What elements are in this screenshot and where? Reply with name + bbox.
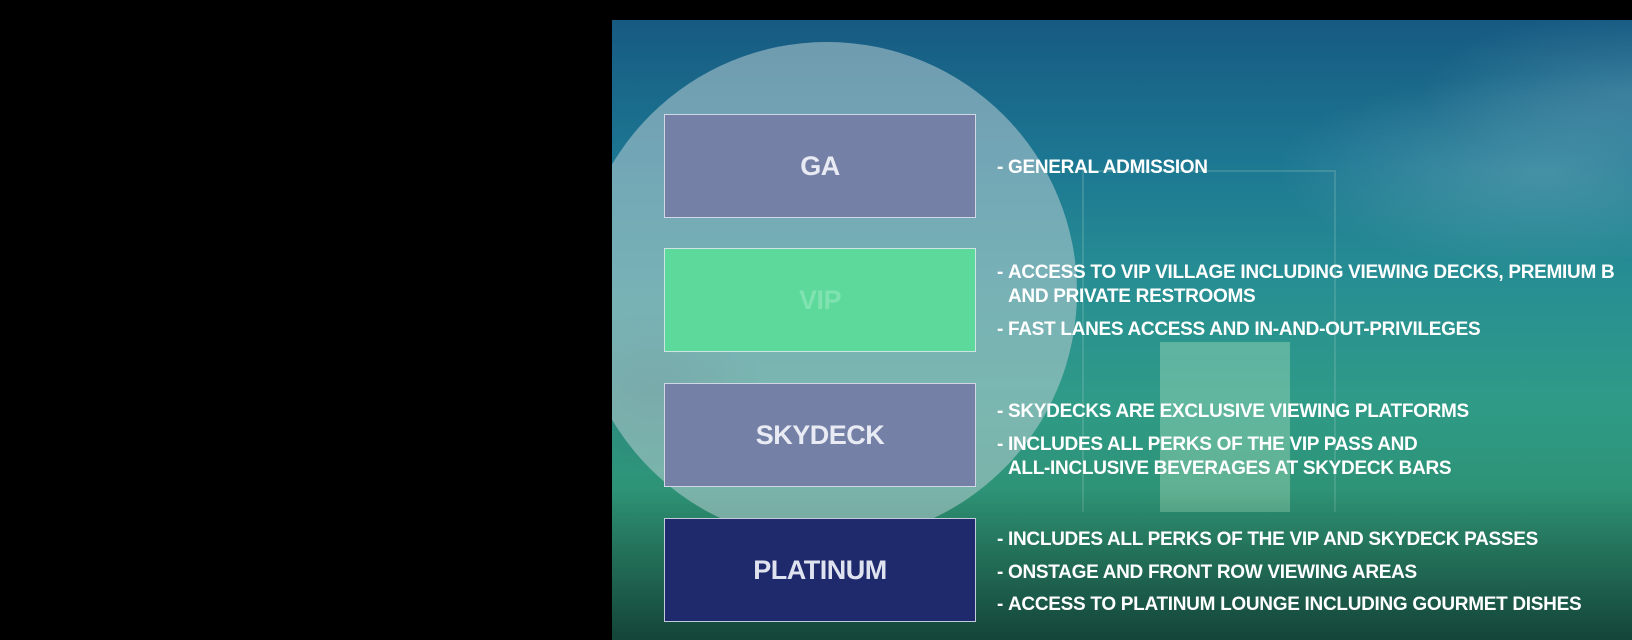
tier-box-ga[interactable]: GA [664,114,976,218]
perk-vip-2: -FAST LANES ACCESS AND IN-AND-OUT-PRIVIL… [997,318,1481,342]
slide-canvas: GA VIP SKYDECK PLATINUM -GENERAL ADMISSI… [612,20,1632,640]
perk-text: SKYDECKS ARE EXCLUSIVE VIEWING PLATFORMS [1008,401,1469,422]
perk-platinum-3: -ACCESS TO PLATINUM LOUNGE INCLUDING GOU… [997,593,1582,617]
perk-skydeck-2: -INCLUDES ALL PERKS OF THE VIP PASS AND … [997,433,1452,481]
perk-text: ONSTAGE AND FRONT ROW VIEWING AREAS [1008,562,1417,583]
perk-text: GENERAL ADMISSION [1008,157,1208,178]
tier-box-skydeck[interactable]: SKYDECK [664,383,976,487]
bullet-dash: - [997,157,1004,178]
tier-box-platinum[interactable]: PLATINUM [664,518,976,622]
perk-vip-1: -ACCESS TO VIP VILLAGE INCLUDING VIEWING… [997,261,1615,309]
background-stage-scaffold [1082,170,1336,512]
perk-text: ACCESS TO PLATINUM LOUNGE INCLUDING GOUR… [1008,594,1582,615]
bullet-dash: - [997,262,1004,283]
perk-platinum-2: -ONSTAGE AND FRONT ROW VIEWING AREAS [997,561,1417,585]
tier-label-vip: VIP [798,284,842,315]
bullet-dash: - [997,319,1004,340]
bullet-dash: - [997,594,1004,615]
perk-platinum-1: -INCLUDES ALL PERKS OF THE VIP AND SKYDE… [997,528,1538,552]
bullet-dash: - [997,562,1004,583]
tier-label-skydeck: SKYDECK [755,419,885,450]
perk-text: ACCESS TO VIP VILLAGE INCLUDING VIEWING … [1008,262,1615,307]
perk-ga-1: -GENERAL ADMISSION [997,156,1208,180]
perk-skydeck-1: -SKYDECKS ARE EXCLUSIVE VIEWING PLATFORM… [997,400,1469,424]
perk-text: INCLUDES ALL PERKS OF THE VIP PASS AND A… [1008,434,1452,479]
bullet-dash: - [997,529,1004,550]
background-stage-screen [1160,342,1290,512]
bullet-dash: - [997,401,1004,422]
perk-text: INCLUDES ALL PERKS OF THE VIP AND SKYDEC… [1008,529,1538,550]
perk-text: FAST LANES ACCESS AND IN-AND-OUT-PRIVILE… [1008,319,1481,340]
tier-label-ga: GA [800,150,840,181]
tier-label-platinum: PLATINUM [753,554,887,585]
bullet-dash: - [997,434,1004,455]
tier-box-vip[interactable]: VIP [664,248,976,352]
